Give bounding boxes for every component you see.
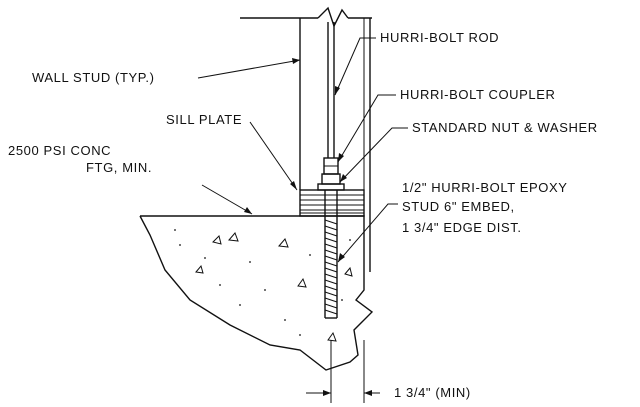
sill-plate [299, 189, 365, 217]
label-epoxy-line2: STUD 6" EMBED, [402, 199, 515, 214]
leader-lines [197, 37, 408, 263]
label-epoxy-line3: 1 3/4" EDGE DIST. [402, 220, 522, 235]
label-sill-plate: SILL PLATE [166, 112, 242, 127]
label-epoxy-line1: 1/2" HURRI-BOLT EPOXY [402, 180, 568, 195]
label-wall-stud: WALL STUD (TYP.) [32, 70, 155, 85]
label-standard-nut: STANDARD NUT & WASHER [412, 120, 598, 135]
hurri-bolt-coupler [323, 157, 339, 175]
wall-stud [240, 6, 372, 272]
label-concrete-line2: FTG, MIN. [86, 160, 152, 175]
concrete-footing [139, 215, 374, 371]
label-hurri-bolt-rod: HURRI-BOLT ROD [380, 30, 499, 45]
label-concrete-line1: 2500 PSI CONC [8, 143, 111, 158]
label-dimension: 1 3/4" (MIN) [394, 385, 471, 400]
epoxy-stud [324, 190, 338, 319]
edge-distance-dimension [306, 340, 380, 403]
label-hurri-bolt-coupler: HURRI-BOLT COUPLER [400, 87, 556, 102]
hurri-bolt-rod [327, 22, 335, 158]
